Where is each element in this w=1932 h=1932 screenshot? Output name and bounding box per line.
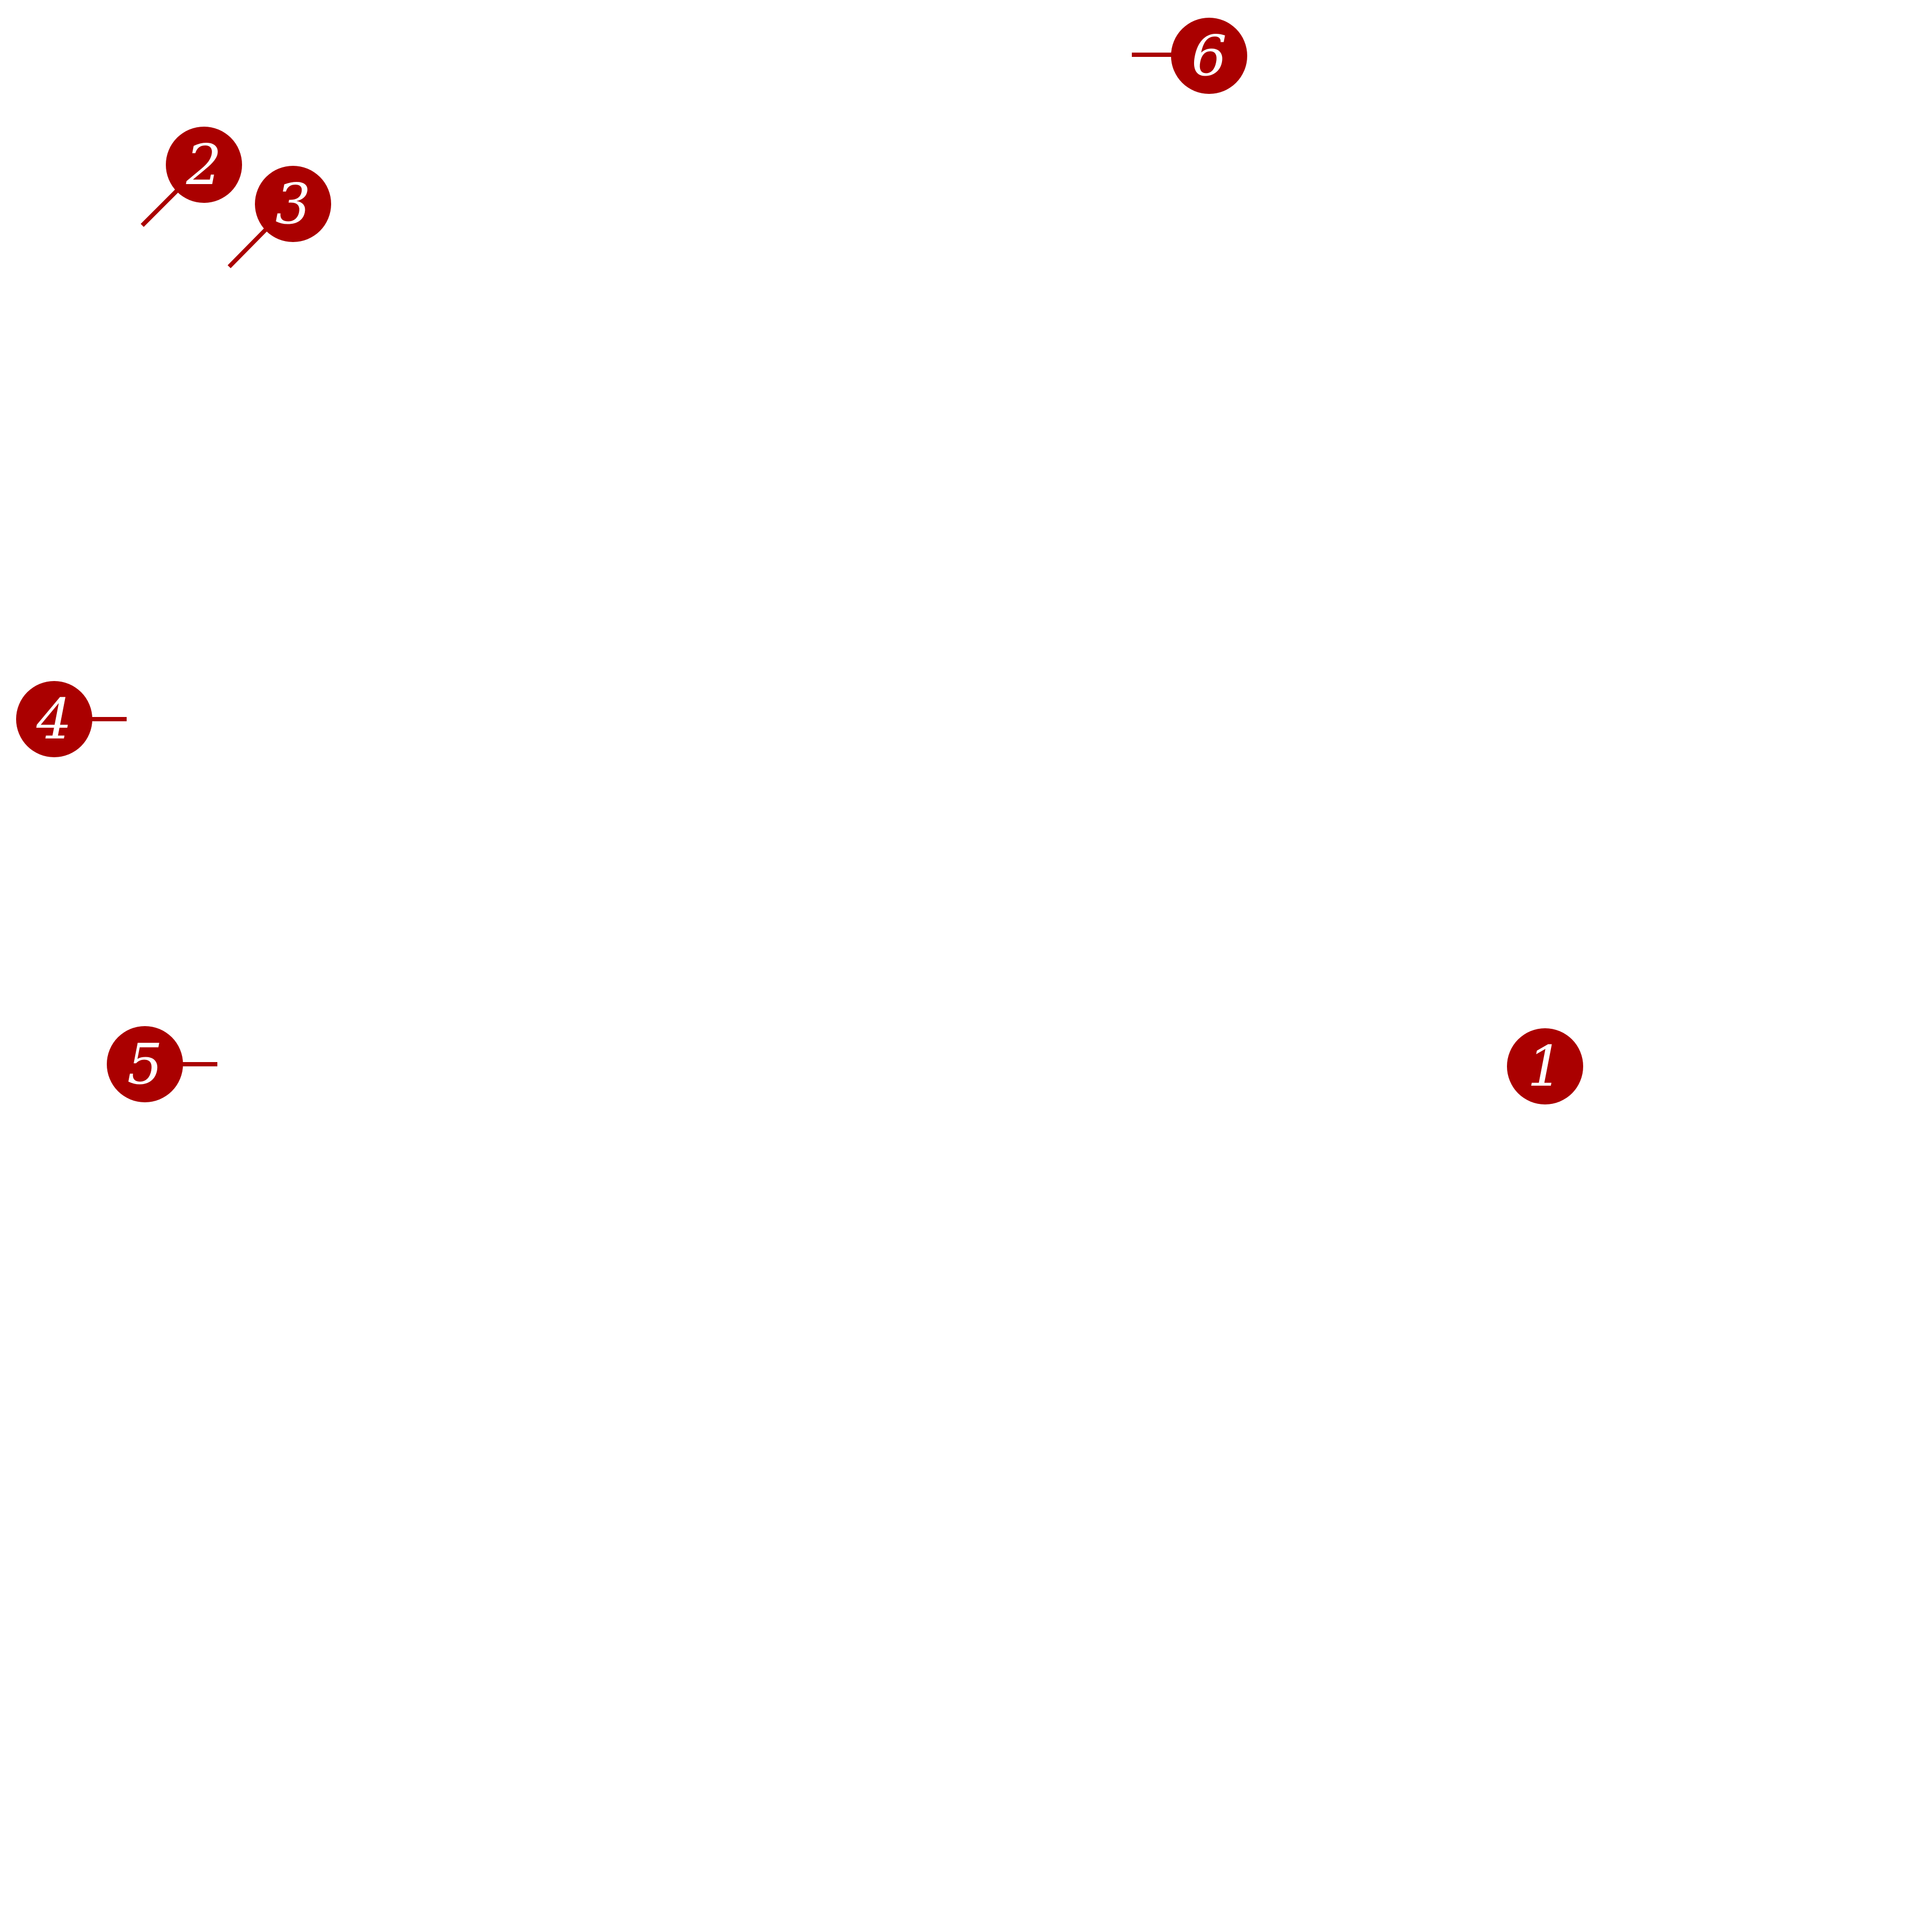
- callout-number-5: 5: [127, 1031, 163, 1097]
- callout-marker-2: 2: [141, 127, 242, 227]
- callout-leader-3: [228, 228, 267, 268]
- callout-number-3: 3: [275, 171, 311, 237]
- callout-badge-5: [107, 1026, 183, 1102]
- callout-marker-4: 4: [16, 681, 127, 757]
- callout-badge-1: [1507, 1028, 1583, 1104]
- callout-leader-2: [141, 189, 179, 227]
- callout-number-1: 1: [1527, 1034, 1563, 1099]
- callout-marker-3: 3: [228, 166, 331, 268]
- callout-badge-6: [1171, 18, 1247, 94]
- callout-badge-2: [166, 127, 242, 203]
- callout-number-4: 4: [36, 686, 72, 752]
- callout-marker-6: 6: [1132, 18, 1247, 94]
- callout-number-2: 2: [186, 132, 222, 197]
- callout-badge-4: [16, 681, 92, 757]
- callout-badge-3: [255, 166, 331, 242]
- callout-number-6: 6: [1191, 23, 1227, 89]
- callout-marker-5: 5: [107, 1026, 217, 1102]
- callout-marker-1: 1: [1507, 1028, 1583, 1104]
